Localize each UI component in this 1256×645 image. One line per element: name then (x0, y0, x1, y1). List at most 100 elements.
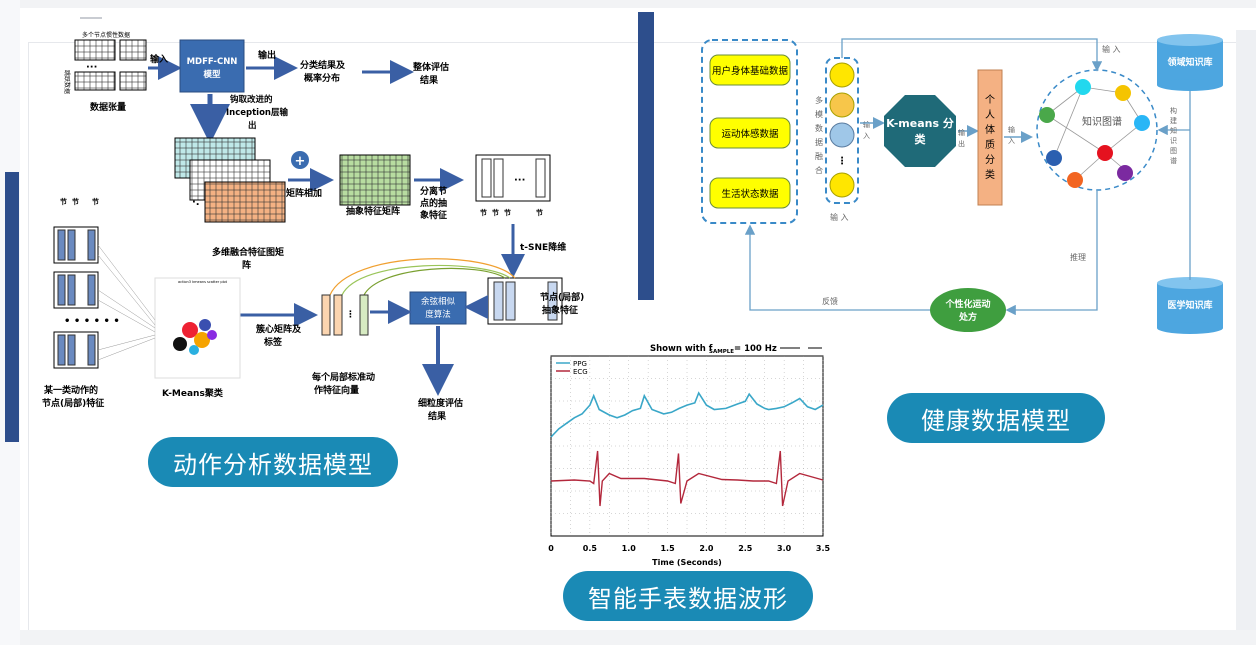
frame-top (0, 0, 1256, 8)
mdff-cnn-label-1: MDFF-CNN (187, 57, 238, 67)
cls-result-1: 分类结果及 (300, 59, 346, 71)
left-node-header-1: 节 (60, 197, 67, 206)
local-feature-2: 抽象特征 (542, 304, 578, 316)
separate-3: 象特征 (420, 209, 447, 221)
tensor-block-1 (74, 39, 116, 61)
feedback-label: 反馈 (822, 296, 838, 306)
kmeans-octagon (884, 95, 956, 167)
inception-2: Inception层输 (226, 107, 288, 118)
health-model-pill: 健康数据模型 (887, 393, 1105, 443)
local-std-2: 作特征向量 (314, 384, 359, 396)
ecg-series-line (550, 450, 824, 507)
frame-right (1236, 30, 1256, 630)
x-tick-label: 2.0 (699, 544, 714, 553)
build-kg-2: 建 (1170, 116, 1177, 125)
medical-kb-label: 医学知识库 (1167, 299, 1212, 311)
kg-node-purple (1117, 165, 1133, 181)
separate-1: 分离节 (420, 185, 447, 197)
x-tick-label: 3.0 (777, 544, 792, 553)
x-tick-label: 0.5 (583, 544, 598, 553)
cluster-cyan (189, 345, 199, 355)
x-tick-label: 0 (548, 544, 554, 553)
local-feature-1: 节点(局部) (540, 291, 584, 303)
multimodal-1: 多 (815, 95, 823, 105)
kg-label: 知识图谱 (1082, 115, 1122, 128)
multi-fusion-1: 多维融合特征图矩 (212, 246, 284, 258)
arrow-reasoning (1005, 190, 1098, 316)
left-node-group-2 (53, 271, 99, 309)
overall-eval-1: 整体评估 (412, 61, 449, 73)
kg-node-orange (1067, 172, 1083, 188)
svg-text:···: ··· (514, 175, 525, 186)
output-2: 出 (958, 139, 965, 148)
one-action-2: 节点(局部)特征 (42, 397, 104, 409)
middle-accent-bar (638, 12, 654, 300)
left-dots: • • • • • • (64, 316, 120, 327)
prescription-1: 个性化运动 (944, 298, 990, 310)
multimodal-4: 据 (815, 137, 823, 147)
centroid-2: 标签 (263, 336, 283, 348)
kmeans-1: K-means 分 (886, 116, 954, 130)
x-axis-label: Time (Seconds) (652, 558, 722, 567)
kg-node-yellow (1115, 85, 1131, 101)
local-std-columns: ⋮ (321, 294, 369, 336)
sport-data-label: 运动体感数据 (721, 128, 779, 140)
input-c-1: 输 (1008, 125, 1015, 134)
inception-3: 出 (248, 120, 257, 131)
fusion-dots: ⋮ (837, 156, 847, 167)
x-tick-label: 1.0 (622, 544, 637, 553)
kmeans-2: 类 (915, 132, 927, 146)
curve-green (341, 264, 511, 296)
chart-header: Shown with f (650, 344, 713, 354)
multimodal-3: 数 (815, 123, 823, 133)
kg-node-cyan (1075, 79, 1091, 95)
tsne-label: t-SNE降维 (520, 241, 566, 253)
legend-ecg: ECG (573, 368, 588, 376)
personal-4: 质 (985, 139, 995, 151)
chart-header-tail: = 100 Hz (734, 344, 777, 354)
top-node-n: 节 (536, 208, 543, 217)
input-a-2: 入 (863, 132, 870, 140)
curve-olive (363, 267, 506, 296)
top-input-loop (841, 38, 1103, 72)
input-tensor-side-label: 跳跃数据 (63, 70, 71, 94)
svg-text:⋮: ⋮ (346, 310, 355, 320)
node-yellow-3 (829, 172, 855, 198)
user-data-label: 用户身体基础数据 (712, 65, 789, 77)
kg-node-navy (1046, 150, 1062, 166)
node-local-columns (487, 277, 563, 325)
life-data-box (709, 177, 791, 209)
motion-model-pill: 动作分析数据模型 (148, 437, 398, 487)
personal-2: 人 (985, 109, 995, 121)
multimodal-5: 融 (815, 151, 823, 161)
input-b-label: 输 入 (830, 212, 849, 222)
prescription-2: 处方 (958, 311, 977, 323)
tensor-block-3 (74, 71, 116, 91)
arrow-feedback (744, 224, 930, 311)
grid-layer (550, 356, 824, 536)
legend-ppg: PPG (573, 360, 587, 368)
mdff-cnn-label-2: 模型 (203, 69, 221, 80)
personal-6: 类 (985, 168, 995, 181)
left-to-scatter-lines (97, 244, 156, 361)
fine-eval-2: 结果 (428, 410, 447, 422)
node-yellow-2 (829, 92, 855, 118)
medical-kb-cylinder (1157, 277, 1223, 334)
plus-icon (291, 151, 309, 169)
cosine-1: 余弦相似 (421, 296, 456, 307)
cluster-purple (207, 330, 217, 340)
tensor-block-2 (119, 39, 147, 61)
watch-waveform-pill: 智能手表数据波形 (563, 571, 813, 621)
mdff-cnn-box (179, 39, 245, 93)
abstract-matrix (339, 154, 411, 206)
build-kg-3: 知 (1170, 126, 1177, 135)
x-tick-label: 3.5 (816, 544, 831, 553)
plus-glyph: + (295, 154, 306, 169)
cluster-red (182, 322, 198, 338)
kg-node-blue (1134, 115, 1150, 131)
node-columns-top: ··· (475, 154, 551, 202)
multi-fusion-2: 阵 (242, 259, 251, 271)
cluster-black (173, 337, 187, 351)
